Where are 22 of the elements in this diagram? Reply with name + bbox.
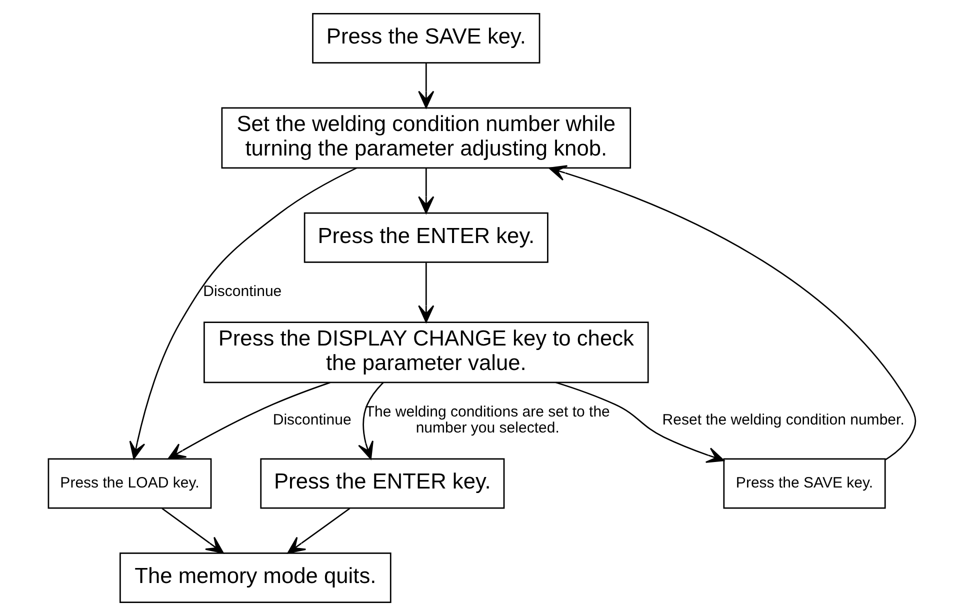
node-box: Press the SAVE key. bbox=[312, 12, 540, 64]
arrow bbox=[548, 165, 916, 460]
node-box: Press the ENTER key. bbox=[303, 212, 548, 263]
arrow bbox=[128, 167, 356, 460]
edge-label: Reset the welding condition number. bbox=[662, 412, 904, 429]
node-box: Press the SAVE key. bbox=[722, 458, 886, 509]
arrow bbox=[555, 382, 724, 463]
node-box: Press the LOAD key. bbox=[47, 458, 212, 509]
arrow bbox=[286, 508, 350, 554]
arrow bbox=[418, 63, 434, 108]
node-box: Set the welding condition number while turning the parameter adjusting knob. bbox=[220, 107, 631, 169]
edge-label: The welding conditions are set to the number you selected. bbox=[364, 403, 610, 437]
node-box: Press the ENTER key. bbox=[260, 458, 504, 509]
arrow bbox=[358, 382, 384, 460]
arrow bbox=[167, 382, 330, 460]
edge-label: Discontinue bbox=[202, 283, 282, 300]
node-box: Press the DISPLAY CHANGE key to check the parameter value. bbox=[203, 322, 648, 384]
node-box: The memory mode quits. bbox=[119, 552, 391, 604]
arrow bbox=[418, 262, 434, 323]
arrow bbox=[418, 168, 434, 214]
arrow bbox=[161, 508, 224, 554]
edge-label: Discontinue bbox=[272, 412, 351, 429]
